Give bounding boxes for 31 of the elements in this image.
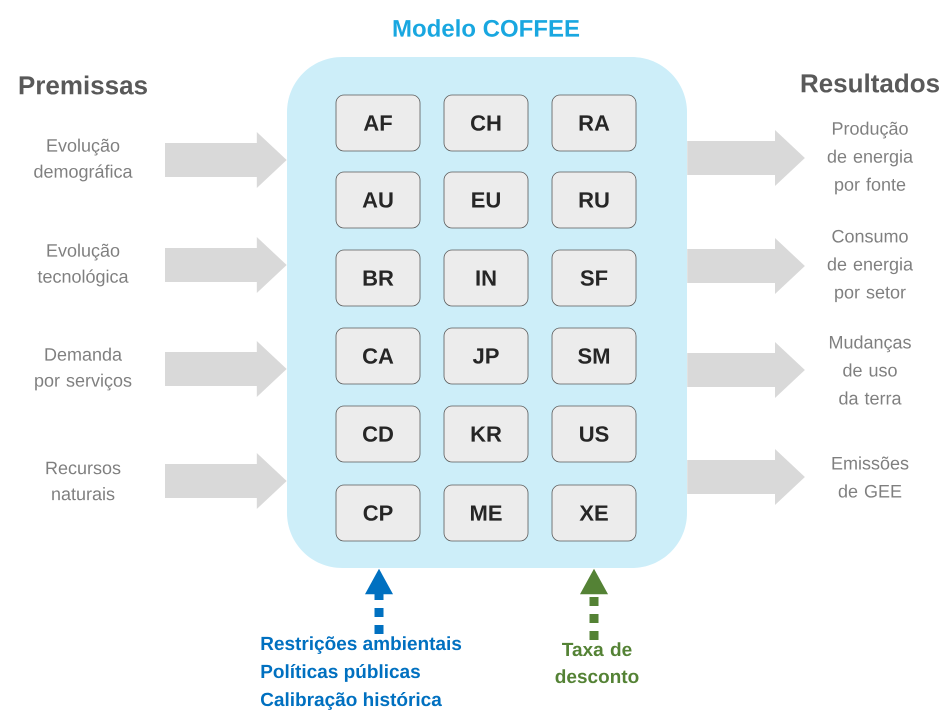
result-text: Emissões de GEE — [832, 456, 908, 498]
premise-text: Evolução demográfica — [34, 138, 132, 182]
premise-text: Demanda por serviços — [35, 348, 132, 390]
region-box: EU — [444, 172, 528, 228]
region-box: CA — [336, 328, 420, 384]
diagram-title: Modelo COFFEE — [394, 19, 580, 37]
region-box: XE — [552, 484, 636, 542]
result-text: Mudanças de uso da terra — [830, 335, 911, 405]
result-text: Consumo de energia por setor — [828, 230, 914, 302]
region-box: RU — [552, 172, 636, 228]
region-box: KR — [444, 406, 528, 462]
region-box: RA — [552, 94, 636, 152]
region-box: SF — [552, 250, 636, 306]
region-box: SM — [552, 328, 636, 384]
region-box: CD — [336, 406, 420, 462]
premise-text: Recursos naturais — [46, 462, 120, 500]
result-text: Produção de energia por fonte — [828, 122, 914, 194]
premise-text: Evolução tecnológica — [38, 244, 129, 286]
constraint-list: Restrições ambientais Políticas públicas Calibração histórica — [261, 636, 462, 710]
region-box: AU — [336, 172, 420, 228]
region-box: ME — [444, 484, 528, 542]
region-box: AF — [336, 94, 420, 152]
region-box: JP — [444, 328, 528, 384]
region-box: BR — [336, 250, 420, 306]
region-box: CP — [336, 484, 420, 542]
region-box: CH — [444, 94, 528, 152]
region-box: IN — [444, 250, 528, 306]
column-heading: Resultados — [802, 73, 940, 93]
discount-text: Taxa de desconto — [556, 642, 638, 684]
region-box: US — [552, 406, 636, 462]
column-heading: Premissas — [20, 75, 147, 95]
